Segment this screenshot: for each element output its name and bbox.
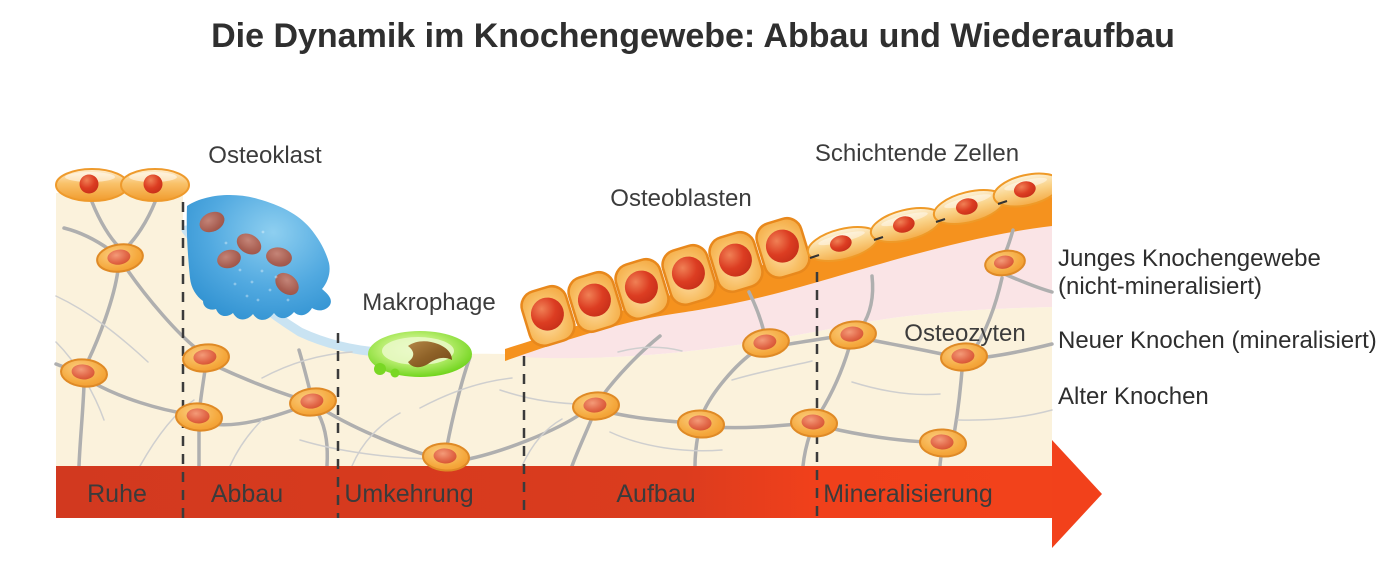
osteoblast-cell (614, 257, 670, 321)
phase-label-umkehrung: Umkehrung (344, 480, 473, 508)
legend-young-bone-line2: (nicht-mineralisiert) (1058, 273, 1262, 300)
osteocyte (182, 343, 230, 373)
legend-new-bone: Neuer Knochen (mineralisiert) (1058, 327, 1377, 354)
lining-cell (992, 172, 1052, 208)
cell-nucleus (829, 235, 852, 252)
osteoblast-cell (520, 284, 576, 348)
cell-nucleus (79, 174, 99, 194)
osteocyte (790, 408, 838, 438)
phase-label-aufbau: Aufbau (616, 480, 695, 508)
phase-arrow-head (1052, 440, 1102, 548)
layer-legend: Junges Knochengewebe (nicht-mineralisier… (1058, 245, 1377, 410)
osteoblast-row (520, 216, 811, 348)
osteocyte (96, 243, 144, 273)
phase-label-mineralisierung: Mineralisierung (823, 480, 993, 508)
cell-nucleus (718, 243, 752, 277)
osteocytes (60, 243, 1026, 472)
legend-old-bone: Alter Knochen (1058, 383, 1209, 410)
macrophage-cell (368, 331, 472, 378)
lining-cell (120, 168, 190, 202)
legend-young-bone-line1: Junges Knochengewebe (1058, 245, 1321, 272)
osteoclast-cell (0, 194, 331, 320)
osteocytes-label: Osteozyten (904, 320, 1025, 347)
lining-cell (869, 207, 943, 243)
cell-nucleus (955, 198, 978, 215)
macrophage-label: Makrophage (362, 289, 495, 316)
osteocyte (572, 391, 620, 421)
cell-nucleus (671, 256, 705, 290)
osteocyte (289, 387, 337, 417)
phase-label-abbau: Abbau (211, 480, 283, 508)
osteocyte (919, 428, 967, 458)
osteocyte (940, 342, 988, 372)
osteocyte (422, 442, 470, 472)
cell-nucleus (765, 229, 799, 263)
osteoclast-speckles (0, 230, 290, 302)
osteocyte (677, 409, 725, 439)
phase-arrow-band (56, 466, 1052, 518)
cell-junction-ticks (809, 200, 1008, 259)
phase-labels: Ruhe Abbau Umkehrung Aufbau Mineralisier… (87, 480, 993, 508)
cell-nucleus (530, 297, 564, 331)
cell-nucleus (624, 270, 658, 304)
osteocyte (742, 328, 790, 358)
cell-nucleus (577, 283, 611, 317)
osteocyte (984, 249, 1026, 277)
osteocyte (60, 358, 108, 388)
osteoblast-cell (708, 230, 764, 294)
osteoblast-cell (661, 243, 717, 307)
phase-label-ruhe: Ruhe (87, 480, 147, 508)
lining-cells-left (55, 168, 190, 202)
lining-cells-right (806, 172, 1052, 262)
osteoclast-label: Osteoklast (208, 142, 322, 169)
cell-nucleus (892, 216, 915, 233)
osteoblast-cell (755, 216, 811, 280)
osteoclast-nuclei (199, 211, 299, 296)
macrophage-nucleus (408, 341, 452, 368)
cell-nucleus (143, 174, 163, 194)
lining-cell (55, 168, 129, 202)
page-title: Die Dynamik im Knochengewebe: Abbau und … (211, 17, 1175, 55)
cell-nucleus (1013, 181, 1036, 198)
osteocyte (175, 402, 223, 432)
lining-cells-label: Schichtende Zellen (815, 140, 1019, 167)
osteocyte (829, 320, 877, 350)
osteoblast-cell (567, 270, 623, 334)
osteoblasts-label: Osteoblasten (610, 185, 751, 212)
phase-dividers (181, 202, 819, 518)
